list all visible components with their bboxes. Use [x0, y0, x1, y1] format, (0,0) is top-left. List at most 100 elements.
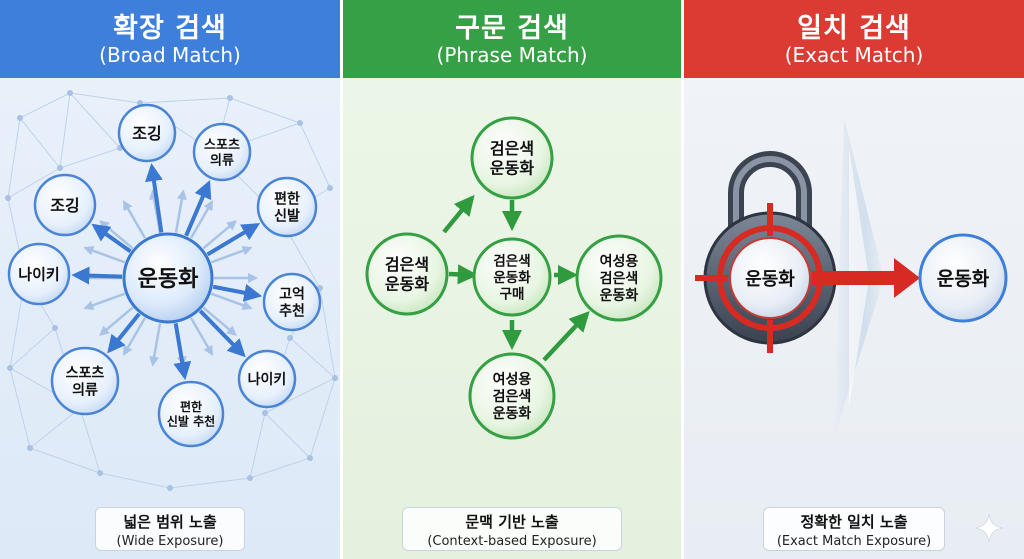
center-node-label: 운동화 [138, 267, 199, 292]
radial-arrow [71, 266, 123, 285]
keyword-node-label: 의류 [210, 153, 234, 169]
faint-arrow [149, 323, 162, 367]
phrase-match-footer: 문맥 기반 노출 (Context-based Exposure) [402, 507, 622, 551]
network-link [7, 117, 21, 199]
phrase-node-left [365, 232, 449, 316]
arrow-left-to-top [442, 194, 475, 234]
arrow-shaft [812, 271, 898, 285]
network-dot [247, 475, 253, 481]
phrase-node-top [470, 116, 554, 200]
phrase-match-subtitle: (Phrase Match) [436, 43, 588, 67]
network-link [29, 407, 81, 449]
phrase-node-label: 구매 [500, 286, 525, 302]
keyword-node [262, 272, 322, 332]
network-link [59, 147, 121, 169]
faint-arrow [174, 189, 187, 233]
keyword-node [192, 122, 252, 182]
network-dot [27, 445, 33, 451]
radial-arrow [198, 309, 246, 358]
keyword-node-label: 편한 [274, 191, 300, 208]
network-dot [52, 325, 58, 331]
keyword-node-label: 편한 [180, 399, 202, 414]
network-link [9, 327, 56, 369]
radial-arrow [145, 163, 164, 233]
keyword-node [33, 173, 97, 237]
radial-arrow [206, 223, 261, 257]
broad-footer-main: 넓은 범위 노출 [123, 513, 217, 531]
exact-match-header: 일치 검색 (Exact Match) [684, 0, 1024, 78]
faint-arrow [202, 220, 237, 250]
radial-arrow [107, 312, 141, 354]
network-link [249, 412, 266, 479]
network-link [139, 97, 231, 104]
exact-footer-sub: (Exact Match Exposure) [776, 534, 932, 549]
broad-match-footer: 넓은 범위 노출 (Wide Exposure) [95, 507, 245, 551]
network-link [264, 412, 311, 459]
phrase-node-label: 검은색 [493, 388, 532, 405]
keyword-node-label: 추천 [279, 304, 305, 320]
network-link [19, 117, 61, 169]
network-dot [17, 115, 23, 121]
network-link [19, 92, 71, 119]
phrase-node-label: 운동화 [493, 270, 531, 286]
keyword-node [256, 176, 318, 238]
panel-divider [340, 0, 343, 559]
phrase-node-label: 운동화 [493, 406, 532, 422]
network-dot [167, 485, 173, 491]
network-dot [227, 95, 233, 101]
faint-arrow [189, 200, 214, 239]
network-link [309, 377, 336, 459]
network-link [69, 92, 141, 104]
faint-arrow [83, 292, 126, 311]
faint-arrow [83, 245, 126, 264]
exact-target-node [918, 233, 1008, 323]
exact-match-panel: 일치 검색 (Exact Match) [684, 0, 1024, 559]
exact-match-diagram: 운동화 운동화 [695, 118, 1008, 438]
arrow-head [894, 258, 920, 298]
padlock-target-icon: 운동화 [695, 151, 837, 353]
phrase-match-panel: 구문 검색 (Phrase Match) [343, 0, 681, 559]
network-link [289, 337, 336, 379]
network-link [9, 367, 31, 449]
panel-divider [681, 0, 684, 559]
keyword-node-label: 의류 [72, 382, 98, 399]
radial-arrow [184, 179, 212, 237]
network-link [299, 122, 331, 189]
network-link [264, 377, 336, 414]
broad-match-subtitle: (Broad Match) [99, 43, 241, 67]
radial-arrows [71, 163, 263, 381]
broad-footer-sub: (Wide Exposure) [116, 534, 224, 549]
network-link [79, 407, 101, 474]
exact-target-label: 운동화 [937, 268, 990, 290]
phrase-node-label: 검은색 [493, 253, 530, 269]
faint-arrow [99, 306, 134, 336]
faint-arrow [210, 292, 253, 311]
phrase-node-bottom [468, 352, 556, 440]
keyword-node-label: 조깅 [132, 124, 161, 143]
phrase-node-label: 검은색 [385, 255, 429, 274]
keyword-node [237, 349, 297, 409]
network-dot [332, 375, 338, 381]
faint-arrow [122, 200, 147, 239]
network-dot [327, 185, 333, 191]
network-link [99, 472, 171, 489]
phrase-node-middle [472, 237, 552, 317]
faint-arrow [210, 245, 253, 264]
network-link [7, 167, 61, 199]
keyword-node-label: 조깅 [50, 196, 79, 215]
phrase-node-label: 검은색 [490, 139, 534, 158]
flow-arrows [442, 194, 590, 362]
keyword-node-label: 신발 [274, 208, 300, 225]
phrase-node-label: 검은색 [600, 270, 639, 287]
network-dot [57, 165, 63, 171]
keyword-node-label: 나이키 [248, 371, 287, 388]
phrase-match-title: 구문 검색 [455, 13, 569, 44]
network-dot [7, 365, 13, 371]
network-dot [67, 90, 73, 96]
network-dot [317, 285, 323, 291]
exact-match-title: 일치 검색 [797, 13, 911, 44]
